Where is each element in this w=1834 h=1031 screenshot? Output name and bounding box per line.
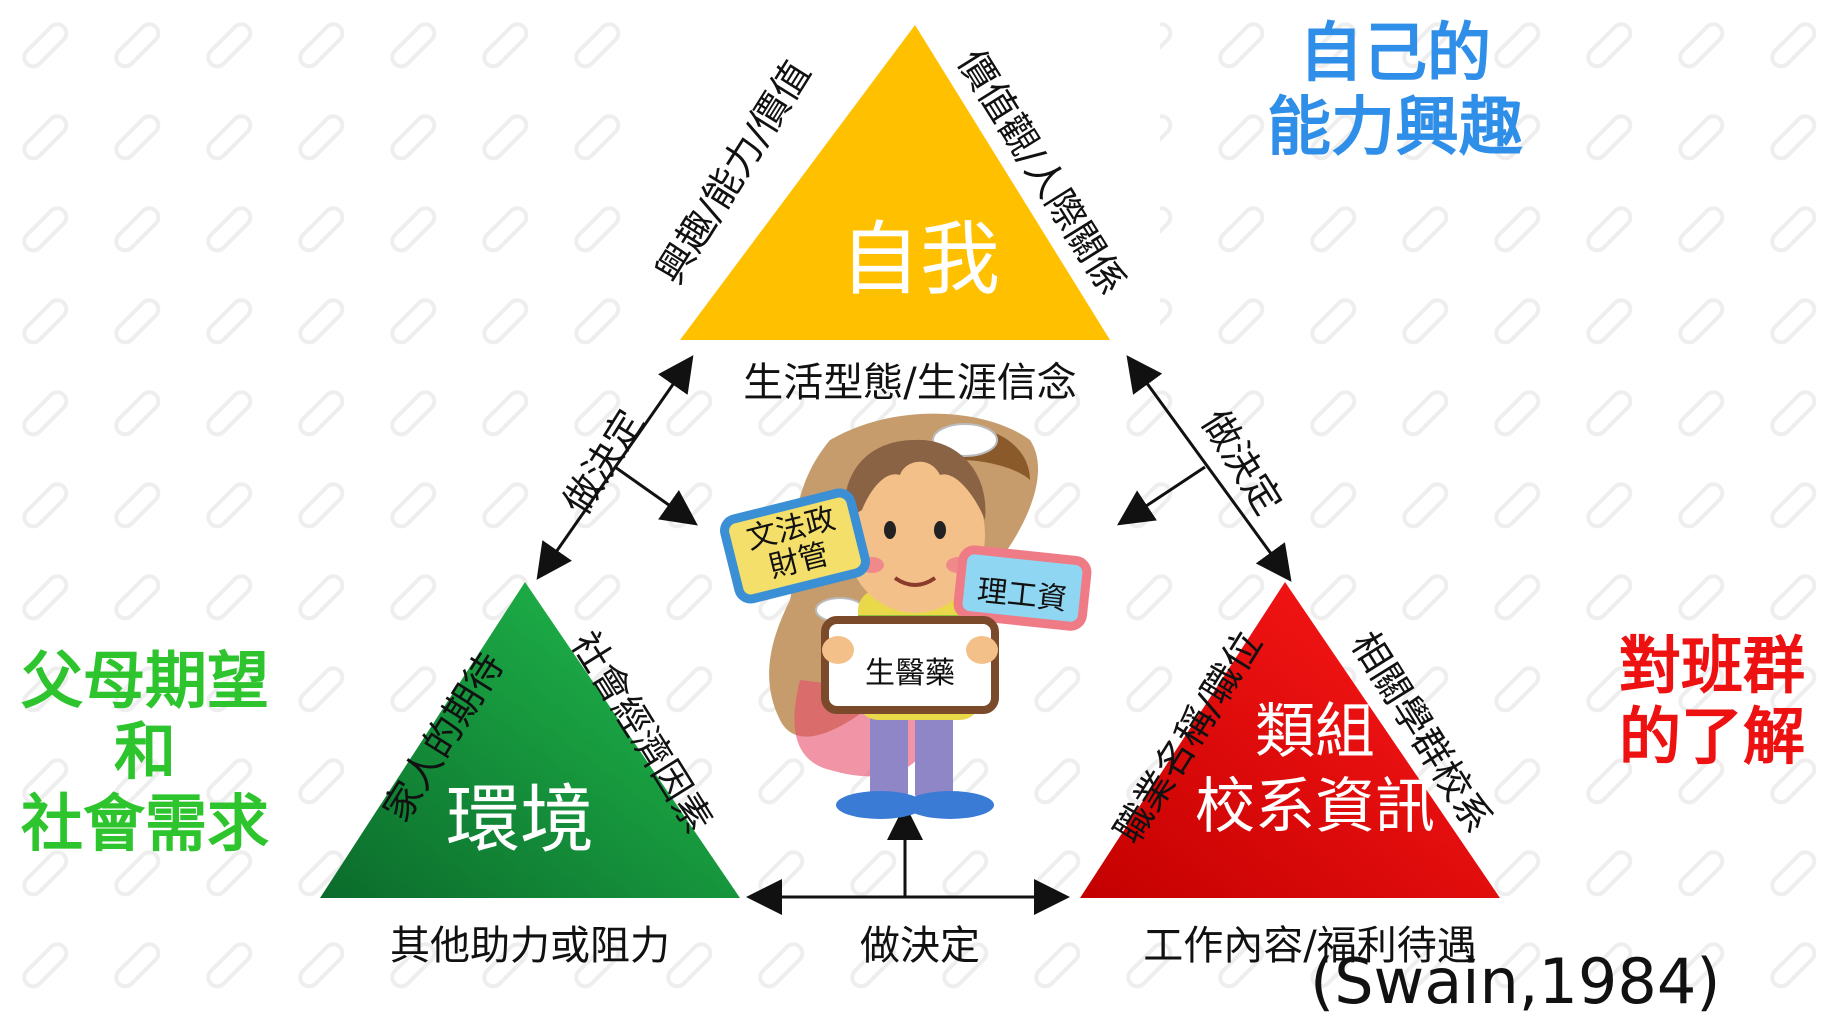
self-under-label: 生活型態/生涯信念 <box>743 360 1077 406</box>
parent-social-line1: 父母期望 <box>20 644 269 717</box>
group-title-line2: 校系資訊 <box>1195 772 1435 842</box>
blue-sign <box>720 488 870 604</box>
group-triangle-title: 類組 校系資訊 <box>1135 695 1495 845</box>
self-triangle <box>680 25 1110 340</box>
self-triangle-title: 自我 <box>840 213 1000 306</box>
self-ability-line1: 自己的 <box>1299 17 1491 91</box>
left-branch-arrow <box>614 465 698 526</box>
self-ability-interest-label: 自己的 能力興趣 <box>1190 17 1600 165</box>
parent-social-line2: 和 <box>113 715 176 789</box>
group-under-label: 工作內容/福利待遇 <box>1143 923 1477 969</box>
board-sign <box>821 616 999 714</box>
board-sign-text: 生醫藥 <box>865 656 955 691</box>
class-group-line1: 對班群 <box>1618 629 1805 702</box>
environment-triangle-title: 環境 <box>446 777 594 863</box>
bottom-connector-label: 做決定 <box>860 923 980 969</box>
pink-sign <box>953 545 1092 631</box>
environment-under-label: 其他助力或阻力 <box>390 923 670 969</box>
class-group-label: 對班群 的了解 <box>1590 630 1834 773</box>
class-group-line2: 的了解 <box>1618 700 1805 774</box>
group-title-line1: 類組 <box>1255 697 1375 767</box>
student-illustration <box>720 413 1092 819</box>
parent-social-line3: 社會需求 <box>20 786 269 860</box>
parent-social-label: 父母期望 和 社會需求 <box>0 645 290 859</box>
right-branch-arrow <box>1116 465 1206 526</box>
right-connector-arrow <box>1126 355 1292 582</box>
group-triangle <box>1080 582 1500 898</box>
citation: (Swain,1984) <box>1310 945 1721 1018</box>
environment-triangle <box>320 582 740 898</box>
self-ability-line2: 能力興趣 <box>1267 90 1523 165</box>
